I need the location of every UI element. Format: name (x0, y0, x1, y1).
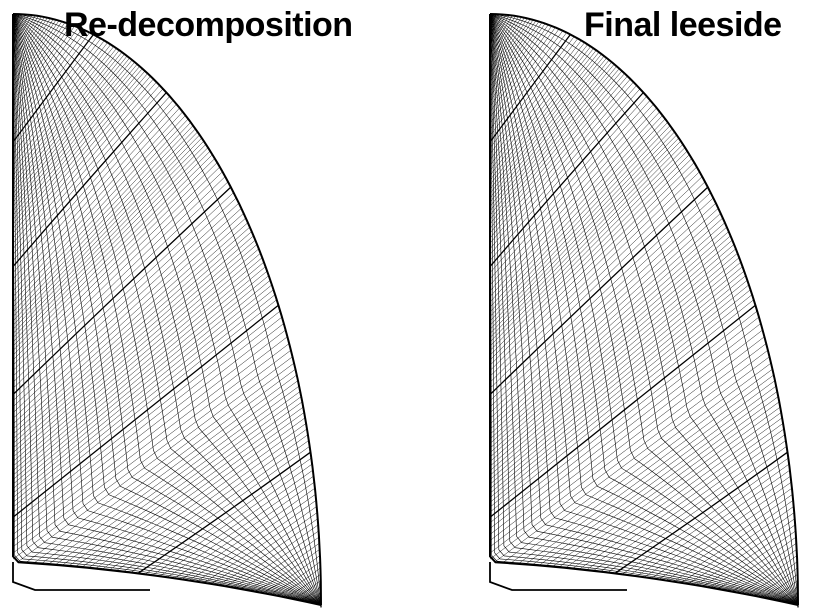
panel-title-re-decomposition: Re-decomposition (64, 6, 353, 44)
panel-re-decomposition: Re-decomposition (0, 0, 353, 614)
panel-title-final-leeside: Final leeside (584, 6, 782, 44)
grid-mesh-final-leeside (489, 13, 799, 608)
grid-mesh-re-decomposition (12, 13, 322, 608)
panel-final-leeside: Final leeside (477, 0, 817, 614)
